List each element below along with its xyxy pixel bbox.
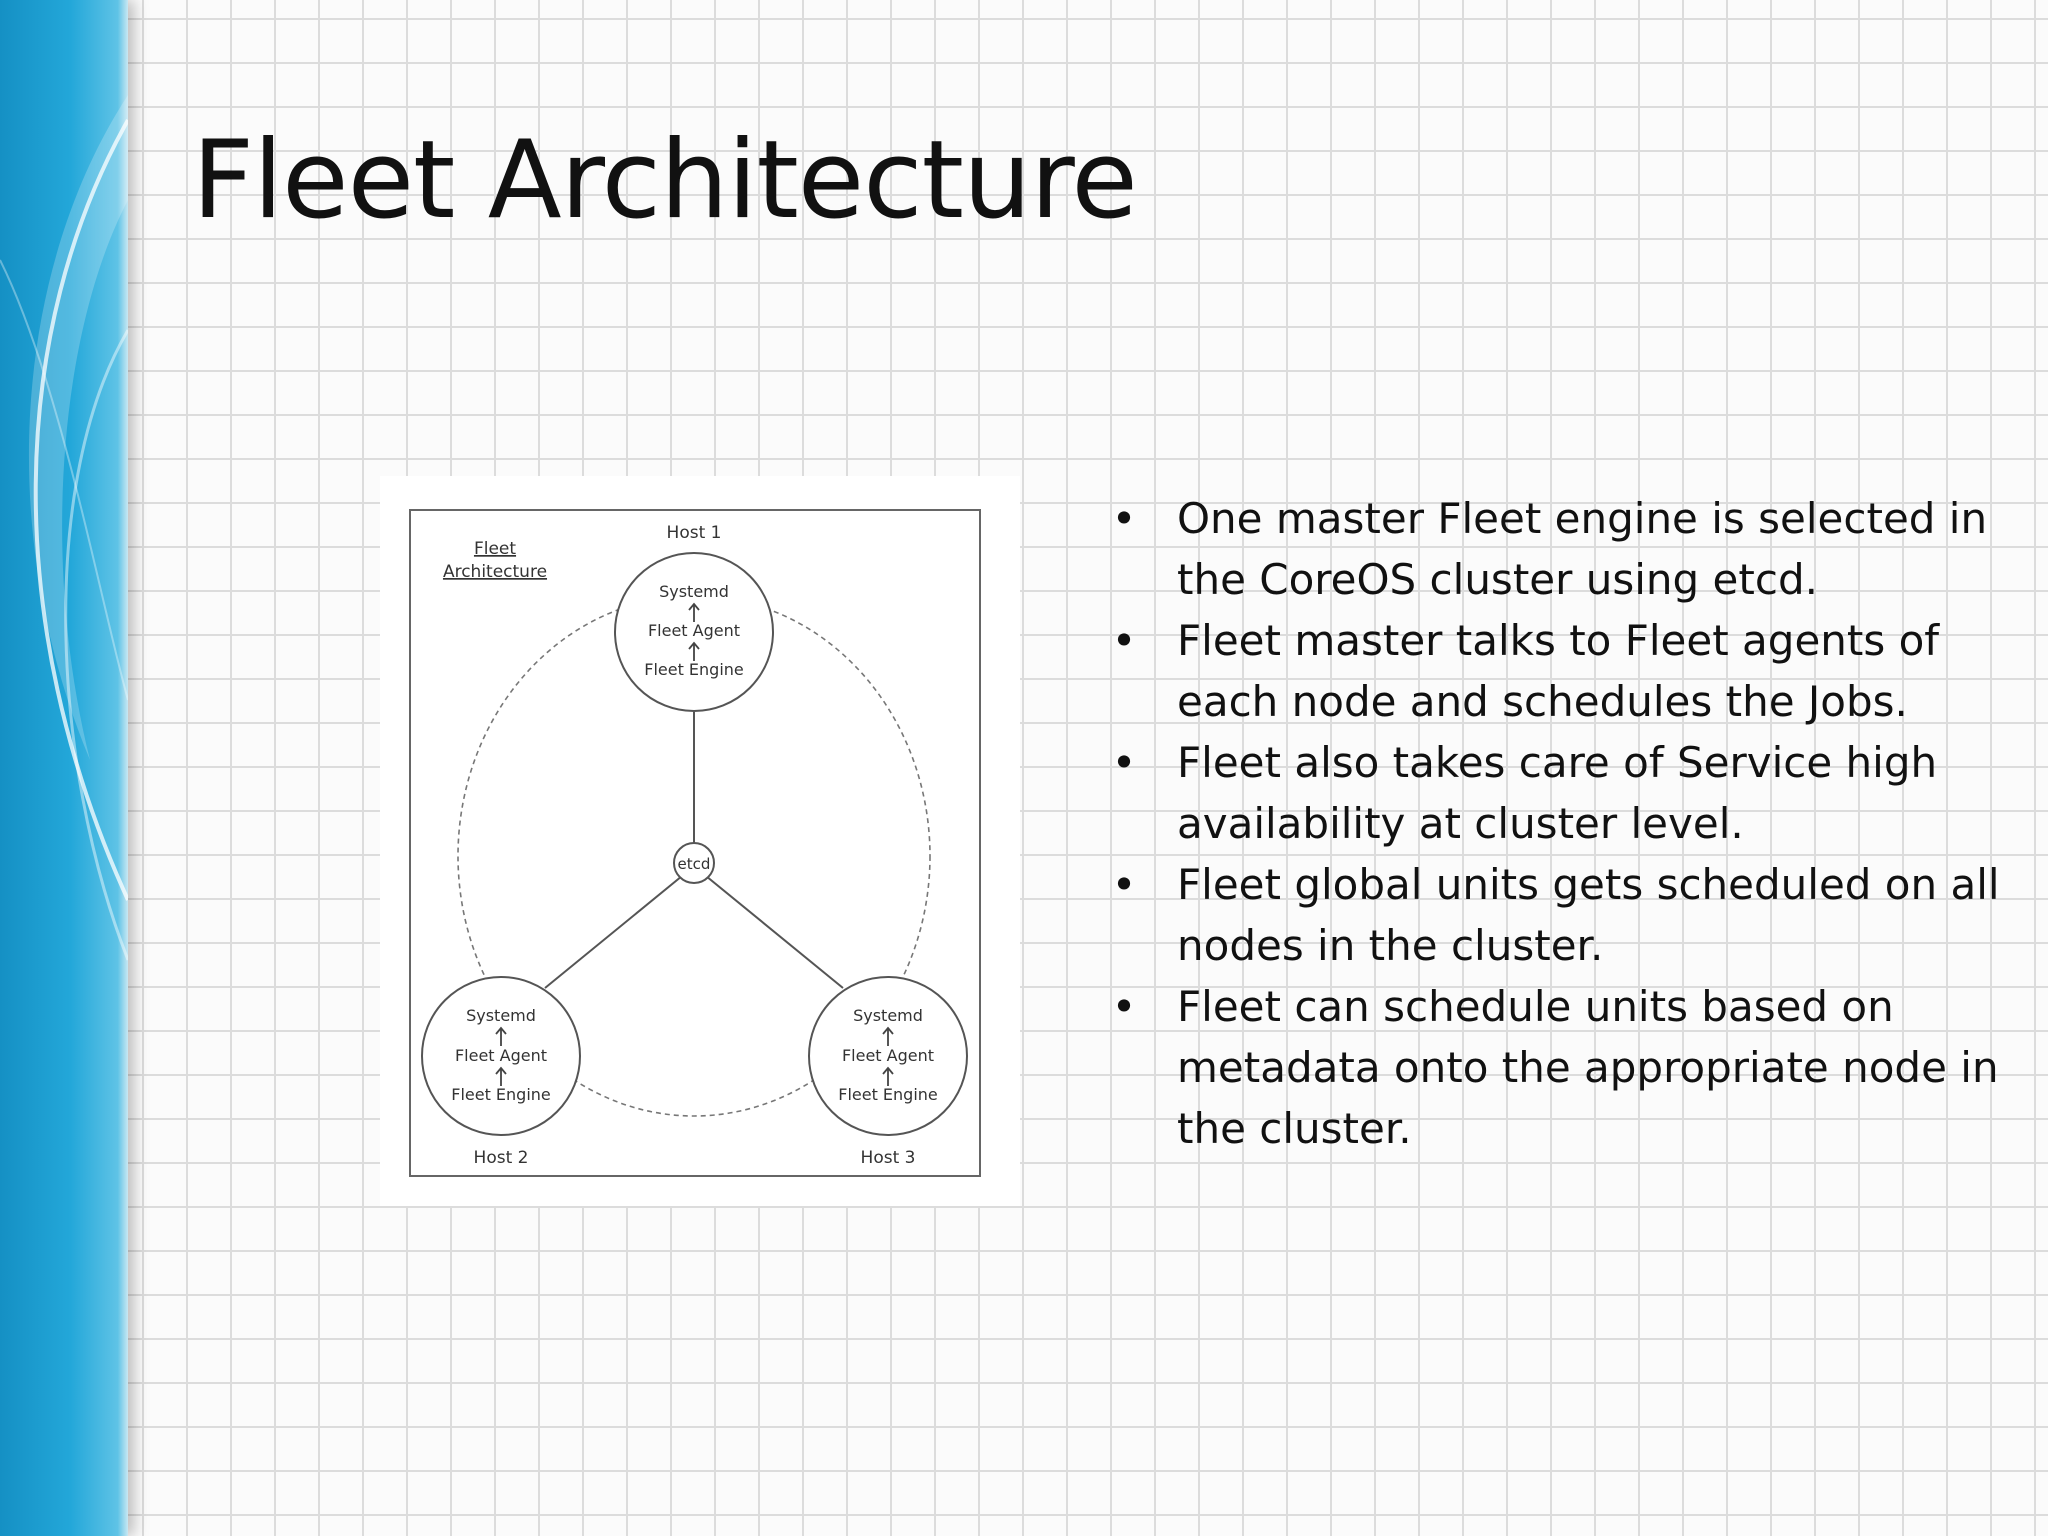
bullet-dot-icon: • — [1111, 738, 1137, 787]
host2-arrow-up-icon — [495, 1026, 507, 1046]
host1-arrow-up-icon-2 — [688, 641, 700, 661]
cluster-boundary — [457, 595, 931, 1117]
bullet-item: • Fleet master talks to Fleet agents of … — [1104, 610, 2004, 732]
bullet-item: • Fleet global units gets scheduled on a… — [1104, 854, 2004, 976]
host3-arrow-up-icon-2 — [882, 1066, 894, 1086]
slide-title: Fleet Architecture — [192, 118, 1138, 243]
host2-systemd: Systemd — [466, 1006, 536, 1025]
host1-systemd: Systemd — [659, 582, 729, 601]
host2-fleet-agent: Fleet Agent — [455, 1046, 547, 1065]
bullet-item: • Fleet can schedule units based on meta… — [1104, 976, 2004, 1159]
bullet-dot-icon: • — [1111, 860, 1137, 909]
bullet-text: Fleet can schedule units based on metada… — [1177, 982, 1999, 1153]
fleet-architecture-diagram: Fleet Architecture etcd Host 1 Systemd F… — [380, 476, 1020, 1206]
bullet-item: • Fleet also takes care of Service high … — [1104, 732, 2004, 854]
etcd-node — [673, 842, 715, 884]
host2-node — [421, 976, 581, 1136]
etcd-label: etcd — [678, 855, 711, 873]
host1-label: Host 1 — [667, 523, 722, 543]
host3-node — [808, 976, 968, 1136]
host2-arrow-up-icon-2 — [495, 1066, 507, 1086]
bullet-text: Fleet master talks to Fleet agents of ea… — [1177, 616, 1940, 726]
host3-label: Host 3 — [861, 1148, 916, 1168]
link-etcd-host3 — [705, 875, 844, 989]
bullet-item: • One master Fleet engine is selected in… — [1104, 488, 2004, 610]
bullet-text: Fleet global units gets scheduled on all… — [1177, 860, 2000, 970]
bullet-dot-icon: • — [1111, 494, 1137, 543]
host3-systemd: Systemd — [853, 1006, 923, 1025]
host3-fleet-engine: Fleet Engine — [838, 1085, 938, 1104]
bullet-text: One master Fleet engine is selected in t… — [1177, 494, 1988, 604]
host1-node — [614, 552, 774, 712]
diagram-canvas: Fleet Architecture etcd Host 1 Systemd F… — [409, 509, 981, 1177]
link-etcd-host2 — [544, 875, 683, 989]
host1-arrow-up-icon — [688, 602, 700, 622]
host1-fleet-agent: Fleet Agent — [648, 621, 740, 640]
bullet-dot-icon: • — [1111, 616, 1137, 665]
swoosh-decoration — [0, 95, 128, 961]
bullet-text: Fleet also takes care of Service high av… — [1177, 738, 1938, 848]
host2-fleet-engine: Fleet Engine — [451, 1085, 551, 1104]
diagram-caption-line1: Fleet — [474, 539, 516, 559]
bullet-list: • One master Fleet engine is selected in… — [1104, 488, 2004, 1159]
host3-fleet-agent: Fleet Agent — [842, 1046, 934, 1065]
bullet-dot-icon: • — [1111, 982, 1137, 1031]
host3-arrow-up-icon — [882, 1026, 894, 1046]
host2-label: Host 2 — [474, 1148, 529, 1168]
host1-fleet-engine: Fleet Engine — [644, 660, 744, 679]
diagram-caption-line2: Architecture — [443, 562, 547, 582]
side-decoration — [0, 0, 128, 1536]
